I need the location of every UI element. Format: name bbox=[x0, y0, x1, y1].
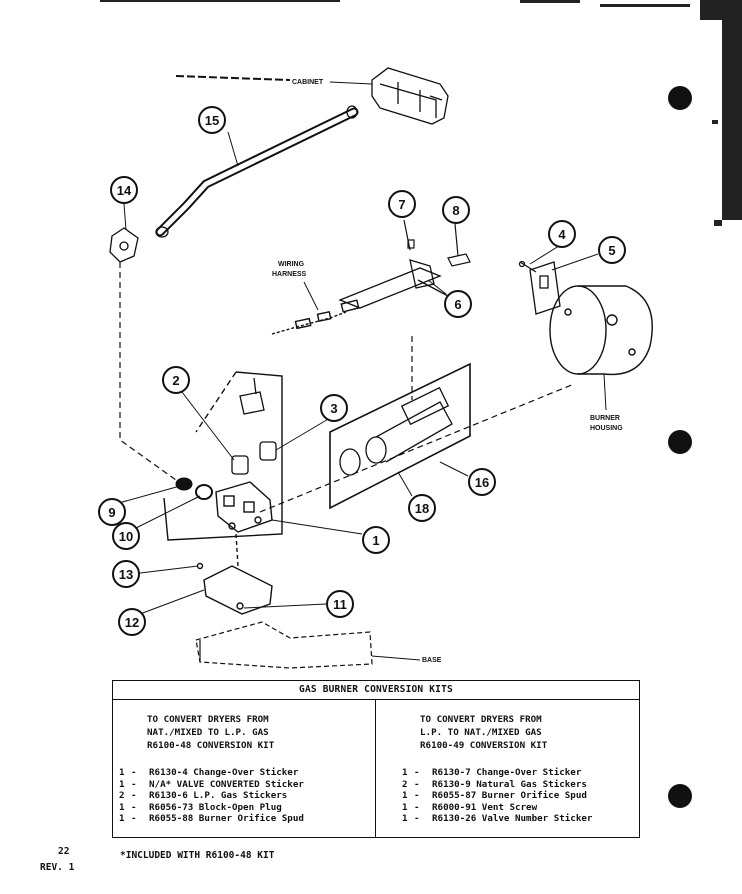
punch-hole-middle bbox=[668, 430, 692, 454]
callout-15 bbox=[198, 106, 226, 134]
kit-item: 2-R6130-9 Natural Gas Stickers bbox=[402, 778, 587, 790]
flame-sensor bbox=[518, 260, 561, 315]
svg-text:4: 4 bbox=[558, 227, 566, 242]
revision-label: REV. 1 bbox=[40, 862, 75, 873]
wiring-harness-label-1: WIRING bbox=[278, 261, 305, 268]
cabinet-part bbox=[371, 67, 449, 125]
kit-item: 1-R6130-26 Valve Number Sticker bbox=[402, 813, 593, 825]
svg-text:12: 12 bbox=[125, 615, 139, 630]
kit-item: 2-R6130-6 L.P. Gas Stickers bbox=[119, 790, 288, 802]
burner-tube bbox=[339, 386, 453, 476]
callout-7 bbox=[388, 190, 416, 218]
callout-6 bbox=[444, 290, 472, 318]
wiring-harness bbox=[271, 299, 360, 335]
callout-12 bbox=[118, 608, 146, 636]
kit-item: 1-R6130-7 Change-Over Sticker bbox=[402, 767, 582, 778]
svg-text:6: 6 bbox=[454, 297, 461, 312]
kit-table-heading: GAS BURNER CONVERSION KITS bbox=[113, 681, 639, 700]
kit-item: 1-N/A* VALVE CONVERTED Sticker bbox=[119, 778, 304, 790]
igniter-bracket bbox=[338, 259, 449, 309]
svg-text:18: 18 bbox=[415, 501, 429, 516]
cabinet-label: CABINET bbox=[292, 79, 324, 86]
svg-text:5: 5 bbox=[608, 243, 615, 258]
screws-7-8 bbox=[403, 219, 471, 267]
burner-housing-label-2: HOUSING bbox=[590, 425, 623, 432]
valve-frame bbox=[163, 371, 283, 541]
callout-8 bbox=[442, 196, 470, 224]
callout-10 bbox=[112, 522, 140, 550]
callout-16 bbox=[468, 468, 496, 496]
burner-housing bbox=[549, 285, 653, 376]
svg-text:14: 14 bbox=[117, 183, 132, 198]
callout-1 bbox=[362, 526, 390, 554]
callout-numbers: 1 2 3 4 5 6 7 8 9 10 11 12 13 14 15 16 1… bbox=[108, 113, 615, 630]
svg-text:1: 1 bbox=[372, 533, 379, 548]
kit-items-natural: 1-R6130-7 Change-Over Sticker 2-R6130-9 … bbox=[402, 767, 592, 825]
callout-3 bbox=[320, 394, 348, 422]
callout-9 bbox=[98, 498, 126, 526]
callout-14 bbox=[110, 176, 138, 204]
svg-text:8: 8 bbox=[452, 203, 459, 218]
svg-text:11: 11 bbox=[333, 597, 347, 612]
kit-item: 1-R6130-4 Change-Over Sticker bbox=[119, 767, 299, 778]
punch-hole-top bbox=[668, 86, 692, 110]
svg-text:13: 13 bbox=[119, 567, 133, 582]
tube-fitting bbox=[109, 227, 139, 263]
burner-housing-label-1: BURNER bbox=[590, 415, 620, 422]
kit-footnote: *INCLUDED WITH R6100-48 KIT bbox=[120, 850, 275, 861]
kit-item: 1-R6000-91 Vent Screw bbox=[402, 801, 538, 813]
kit-item: 1-R6056-73 Block-Open Plug bbox=[119, 801, 282, 813]
conversion-kit-table: GAS BURNER CONVERSION KITS TO CONVERT DR… bbox=[112, 680, 640, 838]
supply-tube bbox=[155, 105, 359, 238]
svg-text:3: 3 bbox=[330, 401, 337, 416]
base-part bbox=[195, 621, 373, 669]
callout-leaders bbox=[107, 243, 599, 615]
svg-text:9: 9 bbox=[108, 505, 115, 520]
callouts bbox=[98, 106, 626, 636]
svg-text:2: 2 bbox=[172, 373, 179, 388]
scan-noise bbox=[100, 0, 742, 226]
dashed-gas-path-left bbox=[119, 262, 177, 481]
svg-text:7: 7 bbox=[398, 197, 405, 212]
callout-4 bbox=[548, 220, 576, 248]
wiring-harness-label-2: HARNESS bbox=[272, 271, 307, 278]
callout-18 bbox=[408, 494, 436, 522]
kit-items-lp: 1-R6130-4 Change-Over Sticker 1-N/A* VAL… bbox=[119, 767, 304, 825]
dashed-burner-axis bbox=[259, 383, 575, 513]
mounting-bracket bbox=[196, 533, 273, 615]
svg-text:16: 16 bbox=[475, 475, 489, 490]
kit-item: 1-R6055-87 Burner Orifice Spud bbox=[402, 790, 587, 802]
callout-13 bbox=[112, 560, 140, 588]
gas-valve-body bbox=[215, 481, 273, 533]
callout-2 bbox=[162, 366, 190, 394]
cabinet-leader bbox=[175, 75, 291, 81]
punch-hole-bottom bbox=[668, 784, 692, 808]
svg-text:15: 15 bbox=[205, 113, 219, 128]
callout-11 bbox=[326, 590, 354, 618]
valve-coils bbox=[231, 377, 277, 475]
burner-panel bbox=[329, 362, 471, 510]
page-number: 22 bbox=[58, 846, 70, 857]
orifice-plugs bbox=[175, 477, 213, 500]
svg-text:10: 10 bbox=[119, 529, 133, 544]
callout-5 bbox=[598, 236, 626, 264]
base-label: BASE bbox=[422, 657, 442, 664]
kit-table-divider bbox=[375, 699, 376, 837]
kit-item: 1-R6055-88 Burner Orifice Spud bbox=[119, 813, 304, 825]
